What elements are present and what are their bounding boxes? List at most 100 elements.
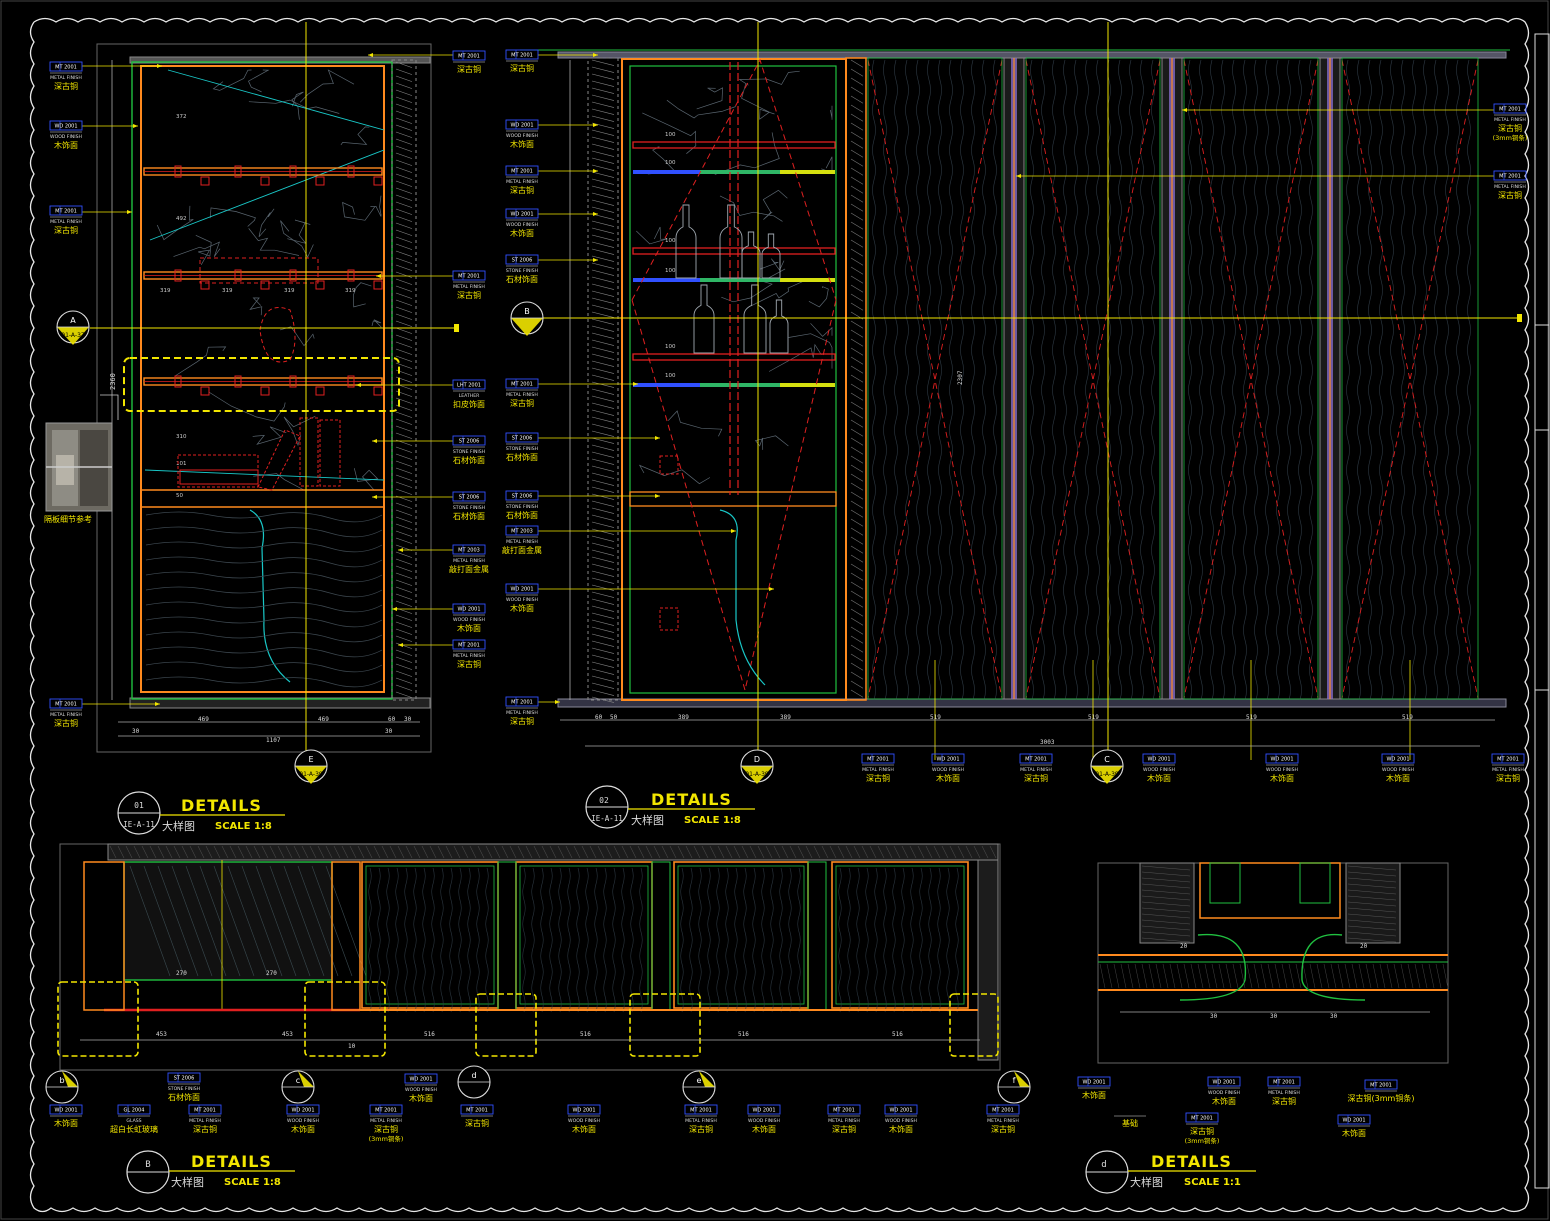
wood-grain-line <box>982 59 986 701</box>
marker-arrow <box>511 318 543 336</box>
tag-name: 木饰面 <box>457 623 481 633</box>
hatch-line <box>805 845 813 859</box>
tag-code-box <box>49 61 83 72</box>
tag-type: METAL FINISH <box>506 710 538 716</box>
hatch-line <box>850 563 864 572</box>
hatch-line <box>591 409 615 416</box>
wood-grain-line <box>1456 59 1460 701</box>
hatch-line <box>591 661 615 668</box>
d2-shelf-dim: 100 <box>665 373 676 379</box>
d1-shelf-bracket <box>174 375 182 388</box>
hatch-line <box>850 680 864 689</box>
tag-arrowhead <box>133 124 138 128</box>
hatch-line <box>850 203 864 212</box>
d2-shelf-dim: 100 <box>665 132 676 138</box>
hatch-line <box>395 614 413 621</box>
b-dim: 516 <box>738 1031 749 1038</box>
hatch-line <box>591 171 615 178</box>
hatch-line <box>591 367 615 374</box>
wood-grain-line <box>916 59 920 701</box>
wood-grain-line <box>1346 59 1350 701</box>
tag-code-box <box>505 254 539 265</box>
d1-bracket-block <box>260 176 270 186</box>
hatch-line <box>591 423 615 430</box>
section-markers: A01-A-37BE01-A-39D01-A-39C01-A-39b01-A-3… <box>45 301 1124 1104</box>
d1-shelf-bracket <box>347 165 355 178</box>
tag-name: 石材饰面 <box>168 1092 200 1102</box>
hatch-line <box>591 528 615 535</box>
d2-dim: 519 <box>1402 714 1413 721</box>
hatch-line <box>701 845 709 859</box>
tag-arrowhead <box>368 53 373 57</box>
hatch-line <box>591 619 615 626</box>
tag-name: 石材饰面 <box>506 274 538 284</box>
tag-arrowhead <box>593 212 598 216</box>
tag-name: 木饰面 <box>54 1118 78 1128</box>
tag-code-box <box>986 1104 1020 1115</box>
hatch-line <box>591 304 615 311</box>
d2-dim: 60 <box>595 714 603 721</box>
section-marker-e: e01-A-39 <box>682 1070 716 1104</box>
wood-grain-line <box>467 867 471 1013</box>
tag-code-box <box>505 165 539 176</box>
wood-grain-line <box>576 867 580 1013</box>
hatch-line <box>591 514 615 521</box>
tag-code-box <box>452 379 486 390</box>
glass-hatch-line <box>143 865 185 977</box>
hatch-line <box>591 647 615 654</box>
hatch-line <box>395 642 413 649</box>
hatch-line <box>395 131 413 138</box>
glass-hatch-line <box>283 865 325 977</box>
hatch-line <box>309 845 317 859</box>
hatch-line <box>395 236 413 243</box>
hatch-line <box>395 621 413 628</box>
hatch-line <box>395 467 413 474</box>
hatch-line <box>591 542 615 549</box>
dd-top-inner <box>1299 862 1331 904</box>
dd-top-block <box>1199 862 1341 919</box>
material-tag: 基础 <box>1114 1115 1146 1128</box>
hatch-line <box>591 500 615 507</box>
tag-code: MT 2001 <box>867 757 889 763</box>
wood-grain-line <box>707 867 711 1013</box>
hatch-line <box>1141 919 1191 925</box>
hatch-line <box>1190 963 1197 989</box>
hatch-line <box>845 845 853 859</box>
title-scale: SCALE 1:1 <box>1184 1177 1241 1188</box>
marble-vein <box>258 208 275 238</box>
hatch-line <box>395 677 413 684</box>
hatch-line <box>709 845 717 859</box>
tag-code-box <box>286 1104 320 1115</box>
tag-name: 深古铜 <box>457 659 481 669</box>
hatch-line <box>591 157 615 164</box>
hatch-line <box>395 306 413 313</box>
wood-grain-line <box>395 867 399 1013</box>
wood-grain-line <box>1401 59 1405 701</box>
hatch-line <box>395 264 413 271</box>
hatch-line <box>591 276 615 283</box>
wood-grain-line <box>540 867 544 1013</box>
marker-arrow <box>57 327 89 345</box>
d1-shelf-dim: 319 <box>160 288 171 294</box>
hatch-line <box>591 654 615 661</box>
b-callout-box <box>304 981 386 1057</box>
tag-name: 木饰面 <box>1270 773 1294 783</box>
hatch-line <box>1099 963 1106 989</box>
hatch-line <box>850 239 864 248</box>
hatch-line <box>850 194 864 203</box>
tag-type: STONE FINISH <box>506 504 538 510</box>
marble-vein <box>156 205 194 241</box>
hatch-line <box>765 845 773 859</box>
hatch-line <box>357 845 365 859</box>
tag-code-box <box>1337 1114 1371 1125</box>
marble-vein <box>209 207 256 227</box>
tag-code: WD 2001 <box>510 212 533 218</box>
tag-name: 敲打面金属 <box>449 564 489 574</box>
wood-grain-line <box>883 867 887 1013</box>
wood-grain-line <box>1390 59 1394 701</box>
marble-vein <box>195 234 212 265</box>
tag-code: WD 2001 <box>1270 757 1293 763</box>
